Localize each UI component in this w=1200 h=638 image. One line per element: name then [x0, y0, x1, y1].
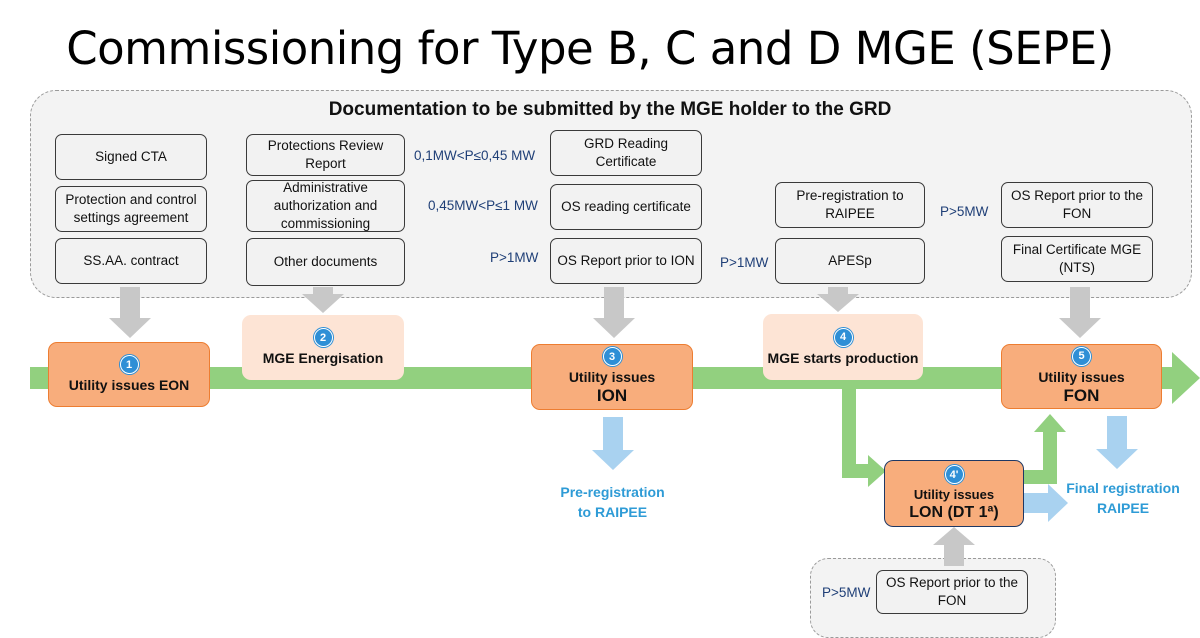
doc-apesp: APESp: [775, 238, 925, 284]
milestone-production: 4 MGE starts production: [763, 314, 923, 380]
milestone-number-badge: 2: [313, 328, 333, 348]
milestone-label-line2: ION: [596, 386, 628, 406]
doc-arrow-2: [302, 287, 344, 313]
milestone-number-badge: 4': [944, 465, 964, 485]
milestone-number-badge: 4: [833, 327, 853, 347]
doc-signed-cta: Signed CTA: [55, 134, 207, 180]
milestone-lon: 4' Utility issues LON (DT 1ª): [884, 460, 1024, 527]
doc-final-certificate: Final Certificate MGE (NTS): [1001, 236, 1153, 282]
outcome-final-registration: Final registration RAIPEE: [1066, 480, 1180, 516]
branch-arrow-up: [1024, 414, 1066, 484]
milestone-label-line1: Utility issues: [913, 487, 995, 503]
condition-over-5mw-fon: P>5MW: [940, 204, 989, 219]
doc-pre-registration-raipee: Pre-registration to RAIPEE: [775, 182, 925, 228]
milestone-label-line2: LON (DT 1ª): [909, 503, 999, 521]
doc-grd-reading: GRD Reading Certificate: [550, 130, 702, 176]
doc-arrow-lon: [933, 527, 975, 566]
doc-arrow-1: [109, 287, 151, 338]
documentation-header: Documentation to be submitted by the MGE…: [328, 99, 892, 120]
milestone-label: MGE starts production: [767, 349, 919, 366]
doc-arrow-3: [593, 287, 635, 338]
doc-admin-authorization: Administrative authorization and commiss…: [246, 180, 405, 232]
doc-protections-review: Protections Review Report: [246, 134, 405, 176]
page-title: Commissioning for Type B, C and D MGE (S…: [66, 22, 1114, 75]
doc-other-documents: Other documents: [246, 238, 405, 286]
milestone-number-badge: 3: [602, 347, 622, 367]
doc-os-report-ion: OS Report prior to ION: [550, 238, 702, 284]
milestone-energisation: 2 MGE Energisation: [242, 315, 404, 380]
doc-os-report-fon: OS Report prior to the FON: [1001, 182, 1153, 228]
doc-os-reading: OS reading certificate: [550, 184, 702, 230]
outcome-pre-registration: Pre-registration to RAIPEE: [560, 484, 665, 520]
branch-arrow-down: [842, 389, 886, 487]
milestone-label-line1: Utility issues: [1038, 368, 1125, 385]
milestone-label: MGE Energisation: [262, 350, 384, 367]
milestone-number-badge: 1: [119, 355, 139, 375]
condition-over-5mw-lon: P>5MW: [822, 585, 871, 600]
registration-arrow-fon: [1096, 416, 1138, 469]
condition-0-1-to-0-45mw: 0,1MW<P≤0,45 MW: [414, 148, 536, 163]
doc-protection-settings: Protection and control settings agreemen…: [55, 186, 207, 232]
milestone-eon: 1 Utility issues EON: [48, 342, 210, 407]
doc-arrow-5: [1059, 287, 1101, 338]
milestone-ion: 3 Utility issues ION: [531, 344, 693, 410]
milestone-label-line2: FON: [1063, 385, 1100, 405]
milestone-number-badge: 5: [1072, 346, 1091, 366]
condition-0-45-to-1mw: 0,45MW<P≤1 MW: [428, 198, 538, 213]
milestone-label: Utility issues EON: [68, 377, 190, 394]
milestone-label-line1: Utility issues: [568, 369, 656, 386]
doc-ssaa-contract: SS.AA. contract: [55, 238, 207, 284]
registration-arrow-lon: [1024, 484, 1068, 522]
condition-over-1mw-production: P>1MW: [720, 255, 769, 270]
doc-arrow-4: [817, 287, 859, 312]
condition-over-1mw-ion: P>1MW: [490, 250, 539, 265]
doc-os-report-fon-lon: OS Report prior to the FON: [876, 570, 1028, 614]
registration-arrow-ion: [592, 417, 634, 470]
milestone-fon: 5 Utility issues FON: [1001, 344, 1162, 409]
